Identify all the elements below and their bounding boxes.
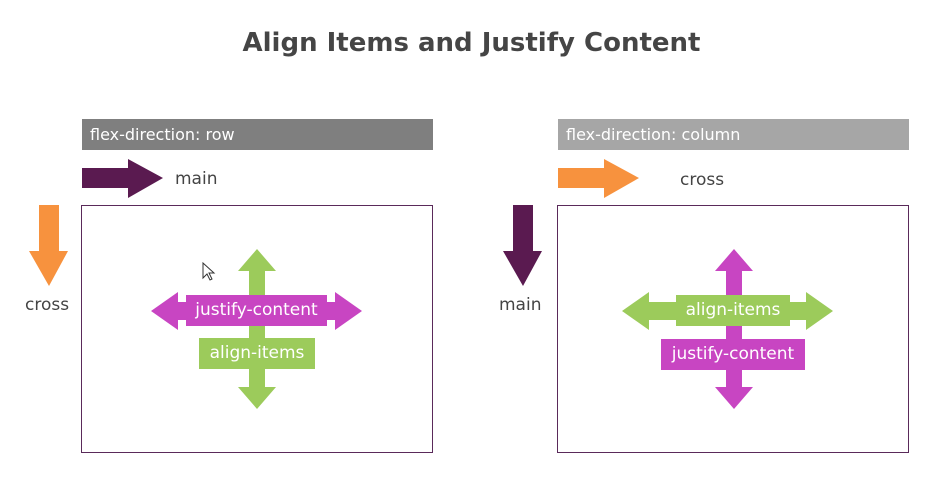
row-main-arrow [82,159,163,198]
row-align-items-label: align-items [199,338,315,369]
row-justify-content-label: justify-content [186,295,327,326]
column-main-label: main [499,295,542,315]
column-align-items-label: align-items [676,295,790,326]
page-title: Align Items and Justify Content [242,28,701,58]
row-align-vertical-arrow [238,249,276,409]
column-cross-arrow [558,159,639,198]
row-header-label: flex-direction: row [90,125,235,144]
column-main-arrow [503,205,542,286]
row-cross-arrow [29,205,68,286]
row-cross-label: cross [25,295,70,315]
column-flex-container [557,205,909,453]
column-justify-content-label: justify-content [661,339,805,370]
row-flex-container [81,205,433,453]
column-justify-vertical-arrow [715,249,753,409]
row-main-label: main [175,169,218,189]
column-cross-label: cross [680,170,725,190]
mouse-pointer-icon [202,262,216,281]
column-header-bar: flex-direction: column [558,119,909,150]
column-header-label: flex-direction: column [566,125,741,144]
row-header-bar: flex-direction: row [82,119,433,150]
